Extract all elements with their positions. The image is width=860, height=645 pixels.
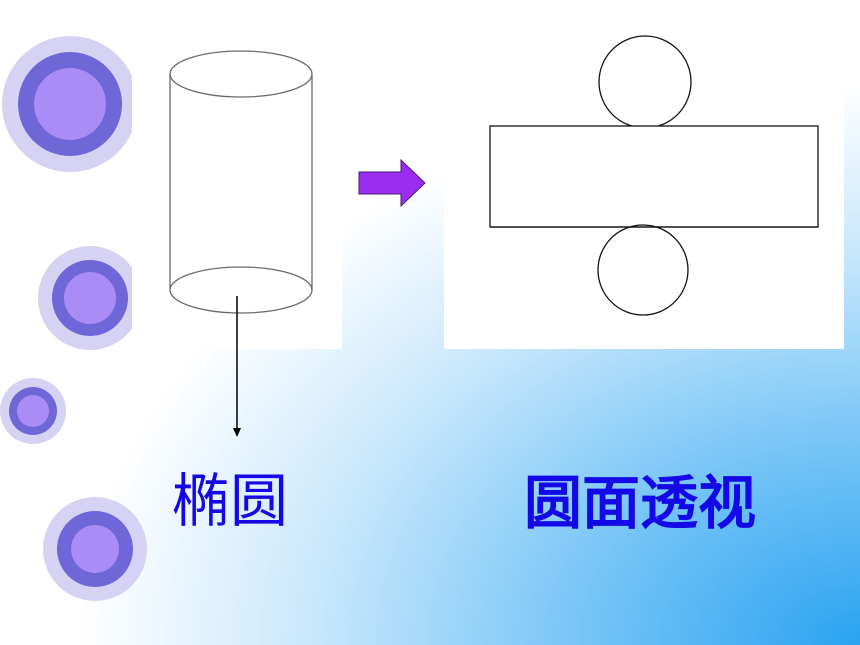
net-rectangle [489,125,819,228]
ellipse-label: 椭圆 [172,467,289,535]
cylinder-image-panel [132,22,342,349]
right-arrow-icon [358,158,426,208]
circle-perspective-label: 圆面透视 [524,469,757,537]
cylinder-bottom-ellipse [169,266,313,314]
cylinder-net-drawing [489,35,819,316]
cylinder-top-ellipse [169,50,313,98]
decor-circle-1 [2,36,138,172]
net-top-circle [598,35,692,129]
net-bottom-circle [597,224,689,316]
down-arrow-icon [233,296,241,437]
decor-circle-4 [43,497,147,601]
decor-circle-3 [0,378,66,444]
cylinder-drawing [169,50,313,314]
decor-circle-2 [38,246,142,350]
